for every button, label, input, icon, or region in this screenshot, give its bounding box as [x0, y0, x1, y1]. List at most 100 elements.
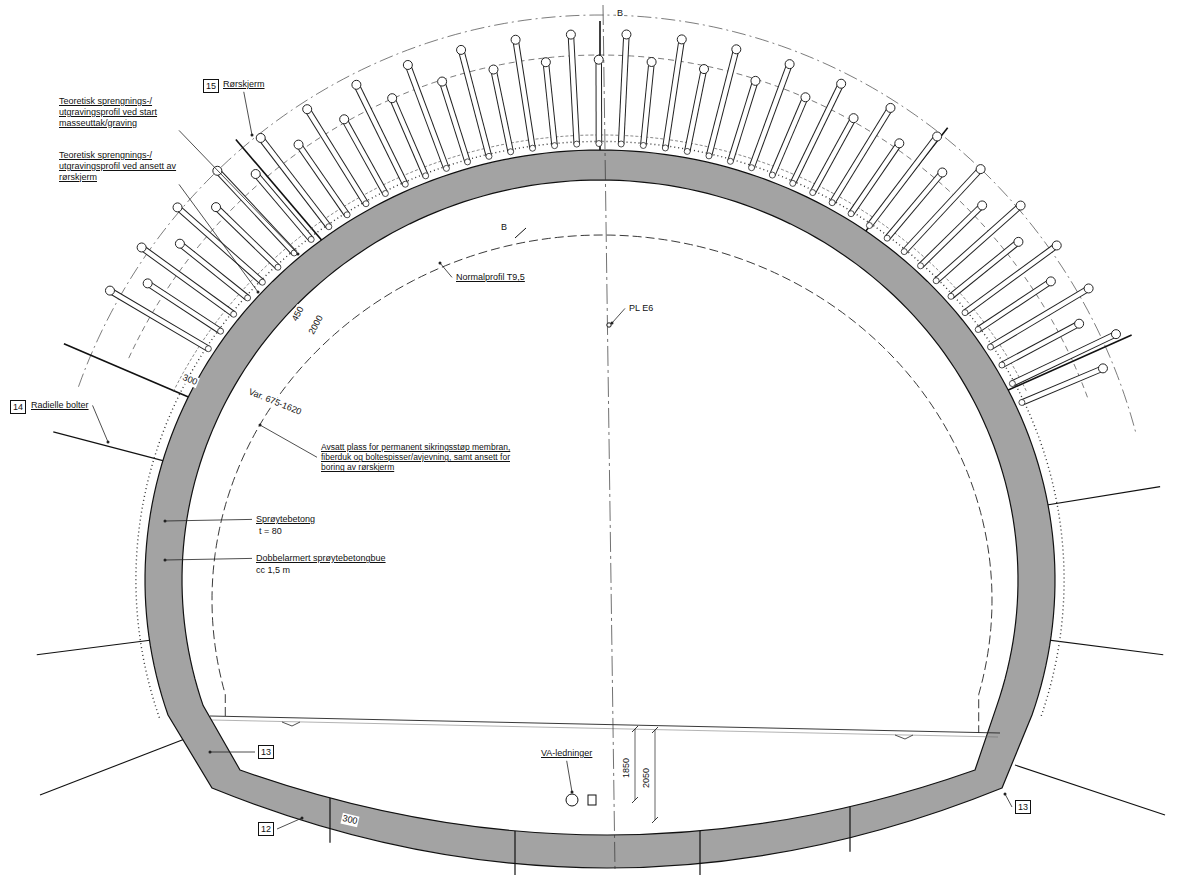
leader-line: [612, 308, 625, 323]
pipe-end: [1016, 201, 1025, 210]
pipe-end: [1111, 330, 1120, 339]
pipe-end: [251, 170, 260, 179]
section-divider: [699, 831, 700, 875]
pipe: [178, 207, 263, 282]
leader-dot: [301, 817, 304, 820]
leader-dot: [297, 253, 300, 256]
pipe: [261, 138, 329, 227]
pipe-foot: [530, 145, 536, 151]
pipe: [356, 85, 405, 184]
pipe: [665, 39, 681, 148]
pipe-end: [1075, 319, 1084, 328]
pipe-end: [438, 77, 447, 86]
pipe-foot: [999, 362, 1005, 368]
leader-dot: [257, 291, 260, 294]
pipe: [110, 291, 208, 349]
leader-dot: [251, 134, 254, 137]
pipe: [687, 69, 704, 151]
pipe-end: [1098, 364, 1107, 373]
utility-duct: [588, 795, 596, 805]
pipe-foot: [1019, 399, 1025, 405]
pipe: [142, 247, 234, 314]
leader-line: [165, 519, 252, 521]
pipe-end: [594, 55, 603, 64]
pipe-end: [732, 45, 741, 54]
pipe-foot: [948, 293, 954, 299]
pipe-end: [849, 114, 858, 123]
pipe-end: [105, 286, 114, 295]
pipe-foot: [918, 263, 924, 269]
pipe-foot: [218, 328, 224, 334]
rock-bolt: [40, 735, 195, 795]
pipe-end: [978, 201, 987, 210]
pipe: [869, 136, 937, 225]
section-mark: B: [616, 8, 624, 19]
note-text: Avsatt plass for permanent sikringsstøp …: [320, 442, 536, 473]
pipe-foot: [382, 191, 388, 197]
pipe: [832, 108, 890, 203]
leader-dot: [107, 441, 110, 444]
pipe-end: [173, 203, 182, 212]
leader-line: [179, 184, 258, 292]
pipe-umbrella: [105, 30, 1120, 406]
pipe-end: [457, 45, 466, 54]
pipe: [408, 65, 447, 168]
pipe-foot: [684, 148, 690, 154]
pipe: [730, 81, 755, 161]
leader-line: [277, 818, 302, 829]
pipe-foot: [962, 310, 968, 316]
pipe-foot: [402, 181, 408, 187]
pipe: [887, 172, 942, 238]
pipe: [978, 281, 1051, 329]
pipe: [936, 206, 1020, 281]
pipe: [299, 145, 348, 215]
pipe: [256, 174, 311, 239]
part-label: Radielle bolter: [30, 400, 90, 411]
pipe-end: [938, 168, 947, 177]
centre-line: [603, 5, 615, 870]
pipe: [392, 98, 425, 176]
pipe: [965, 245, 1057, 312]
pipe-end: [751, 76, 760, 85]
pipe: [148, 283, 221, 331]
pipe: [978, 281, 1051, 329]
pipe: [180, 244, 248, 298]
dimension-tick: [652, 817, 658, 823]
pipe: [217, 171, 294, 253]
pipe-foot: [596, 141, 602, 147]
pipe: [869, 136, 937, 225]
pipe: [217, 171, 294, 253]
dimension-line: [655, 730, 656, 820]
pipe: [991, 288, 1089, 347]
callout-text: 13: [261, 747, 271, 757]
pipe-end: [340, 115, 349, 124]
leader-dot: [611, 322, 614, 325]
leader-dot: [209, 751, 212, 754]
leader-line: [1005, 794, 1012, 807]
pipe-end: [212, 203, 221, 212]
pipe: [516, 40, 533, 148]
pipe: [442, 82, 467, 162]
note-text: Teoretisk sprengnings-/ utgravingsprofil…: [58, 150, 182, 182]
section-mark: B: [500, 222, 508, 233]
pipe: [904, 169, 980, 252]
pipe-end: [895, 139, 904, 148]
leader-dot: [439, 262, 442, 265]
pipe: [216, 207, 278, 267]
callout-number: 14: [10, 400, 26, 414]
pipe: [1012, 334, 1116, 383]
pipe-end: [785, 60, 794, 69]
pipe: [643, 62, 651, 145]
dimension-tick: [632, 726, 638, 732]
pipe-foot: [291, 250, 297, 256]
part-label: Dobbelarmert sprøytebetongbue: [255, 553, 387, 564]
leader-line: [260, 425, 317, 457]
note-text: Teoretisk sprengnings-/ utgravingsprofil…: [58, 96, 182, 128]
pipe-end: [622, 30, 631, 39]
pipe-end: [256, 133, 265, 142]
curb: [895, 735, 913, 739]
profile-point: [607, 323, 611, 327]
pipe: [571, 35, 577, 145]
pipe-end: [541, 58, 550, 67]
